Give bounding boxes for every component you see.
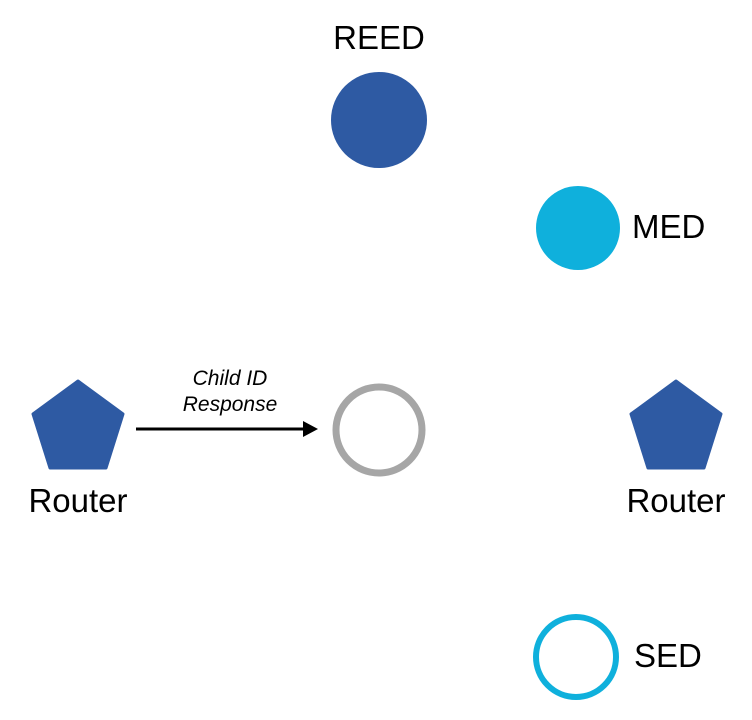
edge-label-line-1: Child ID bbox=[192, 367, 268, 390]
med-node-circle[interactable] bbox=[536, 186, 620, 270]
reed-node-circle[interactable] bbox=[331, 72, 427, 168]
sed-node-circle[interactable] bbox=[533, 614, 619, 700]
router-right-node-label: Router bbox=[626, 482, 726, 519]
sed-node-label: SED bbox=[634, 637, 702, 674]
edge-label-line-2: Response bbox=[182, 393, 278, 416]
joining-node-circle[interactable] bbox=[332, 383, 426, 477]
router-left-node-pentagon[interactable] bbox=[31, 379, 125, 470]
reed-node-label: REED bbox=[333, 19, 425, 56]
arrow-head-icon bbox=[303, 421, 318, 437]
router-left-node-label: Router bbox=[28, 482, 128, 519]
med-node-label: MED bbox=[632, 208, 706, 245]
child-id-response-edge-label: Child ID Response bbox=[150, 366, 310, 418]
router-right-node-pentagon[interactable] bbox=[629, 379, 723, 470]
child-id-response-arrow bbox=[136, 421, 318, 437]
